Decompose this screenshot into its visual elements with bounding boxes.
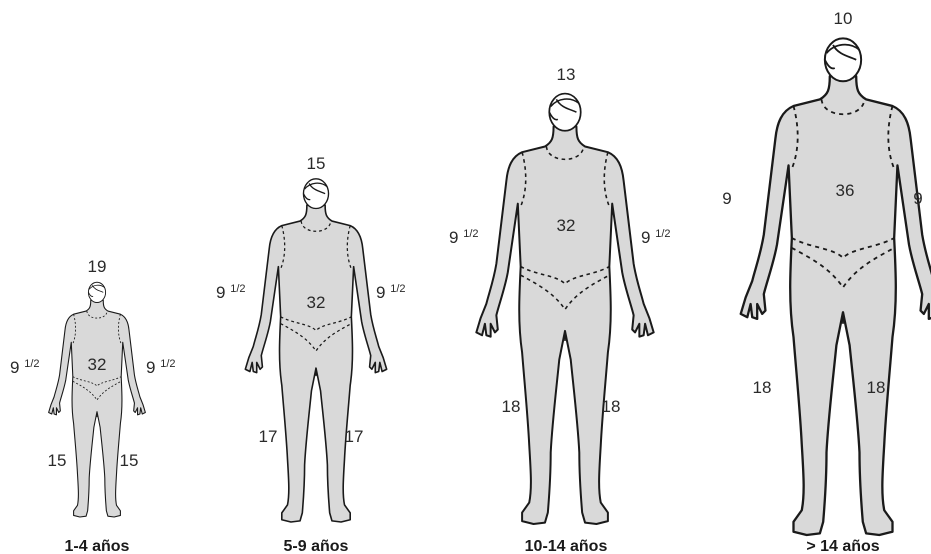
head-percent: 15 (307, 154, 326, 173)
head-percent: 10 (834, 9, 853, 28)
age-caption: 5-9 años (284, 538, 349, 554)
age-caption: > 14 años (806, 538, 879, 554)
arm-right-percent: 9 1/2 (641, 228, 671, 247)
leg-left-percent: 17 (259, 427, 278, 446)
age-caption: 1-4 años (65, 538, 130, 554)
arm-right-percent: 9 1/2 (146, 358, 176, 377)
arm-right-percent: 9 (913, 189, 922, 208)
leg-left-percent: 18 (753, 378, 772, 397)
leg-left-percent: 18 (502, 397, 521, 416)
trunk-percent: 32 (88, 355, 107, 374)
arm-left-percent: 9 1/2 (10, 358, 40, 377)
arm-right-percent: 9 1/2 (376, 283, 406, 302)
leg-right-percent: 18 (602, 397, 621, 416)
arm-left-percent: 9 1/2 (216, 283, 246, 302)
figure-1-4 (49, 282, 146, 517)
figure-5-9 (245, 179, 386, 522)
leg-right-percent: 15 (120, 451, 139, 470)
trunk-percent: 36 (836, 181, 855, 200)
figure-over-14 (741, 38, 931, 535)
age-caption: 10-14 años (525, 538, 608, 554)
trunk-percent: 32 (307, 293, 326, 312)
leg-right-percent: 18 (867, 378, 886, 397)
trunk-percent: 32 (557, 216, 576, 235)
arm-left-percent: 9 1/2 (449, 228, 479, 247)
head-percent: 19 (88, 257, 107, 276)
arm-left-percent: 9 (722, 189, 731, 208)
figure-10-14 (476, 94, 653, 524)
leg-right-percent: 17 (345, 427, 364, 446)
head-percent: 13 (557, 65, 576, 84)
leg-left-percent: 15 (48, 451, 67, 470)
